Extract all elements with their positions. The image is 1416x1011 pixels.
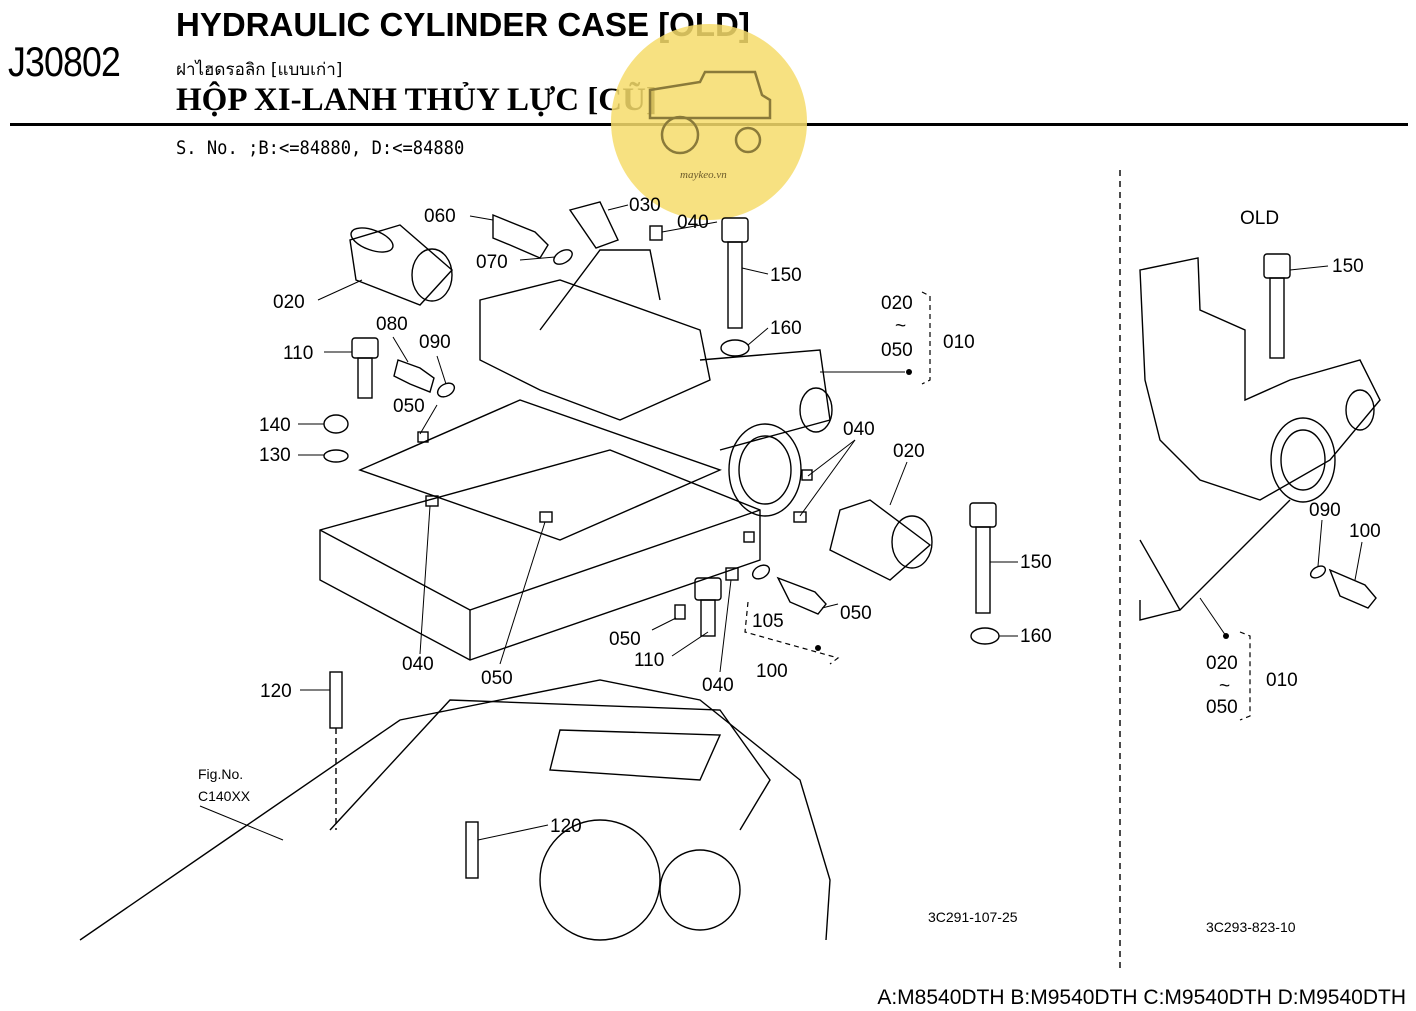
fig-ref-label: Fig.No. [198,766,243,782]
tractor-icon [648,70,772,155]
label-040-bottom-left: 040 [402,654,434,675]
label-105: 105 [752,611,784,632]
label-030: 030 [629,195,661,216]
old-label-tilde: ~ [1219,676,1230,697]
label-050-bottom: 050 [481,668,513,689]
label-090: 090 [419,332,451,353]
label-120-left: 120 [260,681,292,702]
bushing-020-lower [829,499,933,581]
old-label-010: 010 [1266,670,1298,691]
label-020-lower: 020 [893,441,925,462]
bolt-150-upper [720,217,750,357]
drawing-code-old: 3C293-823-10 [1206,919,1296,935]
drawing-code-main: 3C291-107-25 [928,909,1018,925]
title-vietnamese: HỘP XI-LANH THỦY LỰC [CŨ] [176,82,657,118]
label-110-lower: 110 [634,650,664,671]
label-130: 130 [259,445,291,466]
model-list: A:M8540DTH B:M9540DTH C:M9540DTH D:M9540… [877,986,1406,1009]
callout-labels: 060 030 040 070 020 150 160 020 ~ 050 01… [198,195,1296,935]
bracket-010-main [921,291,931,385]
bushing-020-upper [349,224,454,306]
label-050-left: 050 [393,396,425,417]
fig-ref-number: C140XX [198,788,251,804]
watermark-logo: maykeo.vn [611,24,807,220]
watermark-text: maykeo.vn [680,169,727,181]
label-040-right: 040 [843,419,875,440]
label-010-main: 010 [943,332,975,353]
label-tilde-main: ~ [895,316,906,337]
label-110-upper: 110 [283,343,313,364]
label-020-upper: 020 [273,292,305,313]
bracket-010-old [1239,631,1251,721]
serial-range: S. No. ;B:<=84880, D:<=84880 [176,137,465,159]
old-label-020: 020 [1206,653,1238,674]
old-version-drawing [1139,253,1381,621]
label-040-top: 040 [677,212,709,233]
label-160-upper: 160 [770,318,802,339]
label-150-lower: 150 [1020,552,1052,573]
label-100: 100 [756,661,788,682]
label-080: 080 [376,314,408,335]
label-050-right: 050 [840,603,872,624]
label-050-range: 050 [881,340,913,361]
label-140: 140 [259,415,291,436]
old-panel-labels: OLD 150 090 100 020 ~ 050 010 [1206,208,1381,718]
title-thai: ฝาไฮดรอลิก [แบบเก่า] [176,60,343,80]
old-panel-title: OLD [1240,208,1279,229]
old-leader-lines [1199,265,1363,637]
old-label-150: 150 [1332,256,1364,277]
label-060: 060 [424,206,456,227]
cylinder-case-drawing [79,201,1000,941]
old-label-090: 090 [1309,500,1341,521]
label-120-center: 120 [550,816,582,837]
old-label-100: 100 [1349,521,1381,542]
page-code: J30802 [8,38,121,85]
label-150-upper: 150 [770,265,802,286]
label-040-bottom-right: 040 [702,675,734,696]
old-label-050: 050 [1206,697,1238,718]
leader-lines [199,204,1018,841]
label-070: 070 [476,252,508,273]
label-050-mid: 050 [609,629,641,650]
title-english: HYDRAULIC CYLINDER CASE [OLD] [176,6,750,43]
label-020-range: 020 [881,293,913,314]
bolt-150-lower [969,502,1000,645]
label-160-lower: 160 [1020,626,1052,647]
